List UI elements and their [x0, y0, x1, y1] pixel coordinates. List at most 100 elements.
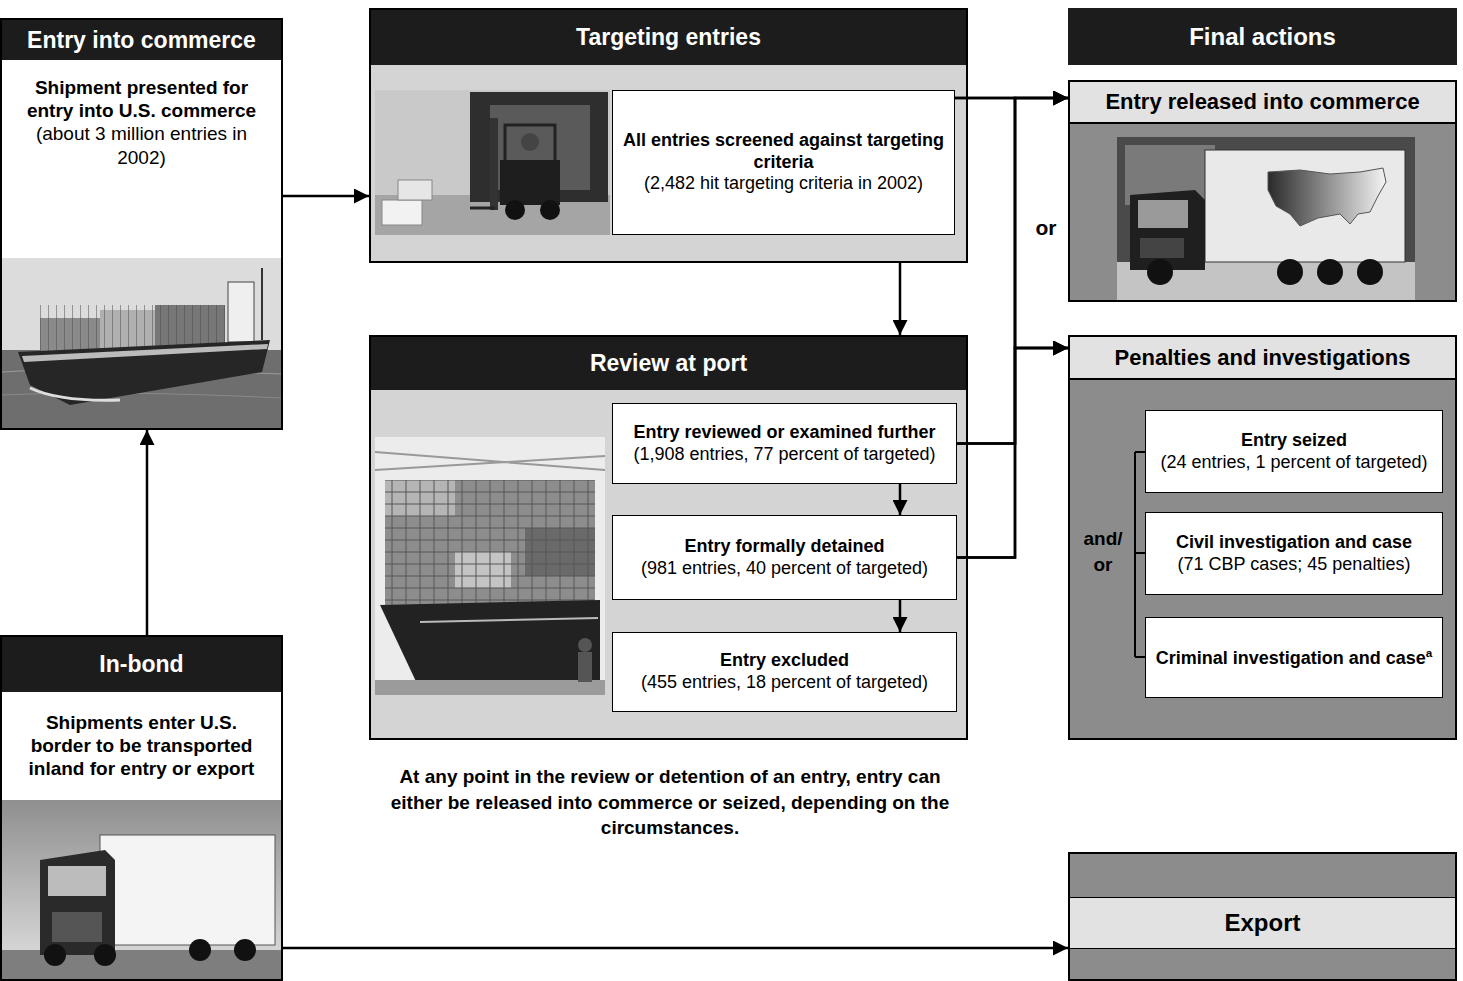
line-shape — [261, 268, 263, 340]
path-shape — [2, 369, 281, 374]
outcome-panel: Export — [1068, 852, 1457, 981]
header-text: Final actions — [1189, 23, 1336, 51]
rect-shape — [375, 195, 610, 235]
rect-shape — [398, 180, 432, 200]
inbond-truck-photo — [2, 800, 281, 979]
line-shape — [470, 207, 495, 210]
header-bar: Targeting entries — [371, 10, 966, 65]
path-shape — [30, 388, 120, 400]
rect-shape — [375, 680, 605, 695]
box-title: Entry seized — [1241, 430, 1347, 452]
process-box: Entry formally detained(981 entries, 40 … — [612, 515, 957, 600]
forklift-photo — [375, 90, 610, 235]
flow-arrow — [899, 263, 902, 335]
flow-arrow — [899, 600, 902, 632]
rect-shape — [2, 350, 281, 428]
rect-shape — [500, 160, 560, 205]
explanatory-note-text: At any point in the review or detention … — [391, 766, 950, 838]
box-detail: (981 entries, 40 percent of targeted) — [641, 558, 928, 580]
box-detail: (1,908 entries, 77 percent of targeted) — [633, 444, 935, 466]
box-detail: (24 entries, 1 percent of targeted) — [1160, 452, 1427, 474]
rect-shape — [100, 310, 155, 352]
header-text: Entry into commerce — [27, 27, 256, 54]
rect-shape — [100, 835, 275, 945]
path-shape — [375, 452, 605, 470]
stage-panel: Entry into commerceShipment presented fo… — [0, 18, 283, 430]
flow-arrow — [283, 195, 369, 198]
header-bar: Entry released into commerce — [1070, 82, 1455, 124]
box-title: Civil investigation and case — [1176, 532, 1412, 554]
explanatory-note: At any point in the review or detention … — [386, 764, 954, 841]
box-detail: (71 CBP cases; 45 penalties) — [1178, 554, 1411, 576]
flow-arrow — [899, 484, 902, 515]
rect-shape — [2, 800, 281, 979]
rect-shape — [2, 258, 281, 358]
body-text-area: Shipments enter U.S. border to be transp… — [2, 692, 281, 799]
stage-panel: Targeting entriesAll entries screened ag… — [369, 8, 968, 263]
stage-panel: In-bondShipments enter U.S. border to be… — [0, 635, 283, 981]
circle-shape — [540, 200, 560, 220]
header-text: Targeting entries — [576, 24, 761, 51]
flow-arrow — [283, 947, 1068, 950]
box-title: Criminal investigation and case — [1156, 648, 1426, 668]
rect-shape — [385, 480, 455, 516]
body-text: Shipments enter U.S. border to be transp… — [16, 711, 267, 781]
rect-shape — [1138, 200, 1188, 228]
rect-shape — [375, 437, 605, 695]
header-text: Penalties and investigations — [1115, 345, 1411, 371]
truck-dock-photo — [1117, 137, 1415, 300]
path-shape — [40, 850, 115, 955]
circle-shape — [1147, 259, 1173, 285]
process-box: All entries screened against targeting c… — [612, 90, 955, 235]
port-photo — [375, 437, 605, 695]
detail-text: (about 3 million entries in 2002) — [16, 122, 267, 168]
box-detail: (455 entries, 18 percent of targeted) — [641, 672, 928, 694]
box-title: Entry formally detained — [684, 536, 884, 558]
outcome-panel: Entry released into commerce — [1068, 80, 1457, 302]
header-text: Entry released into commerce — [1105, 89, 1419, 115]
text-line: Criminal investigation and casea — [1156, 646, 1433, 670]
rect-shape — [1125, 145, 1215, 205]
circle-shape — [44, 944, 66, 966]
body-text-area: Shipment presented for entry into U.S. c… — [2, 60, 281, 258]
polygon-shape — [380, 600, 600, 690]
polygon-shape — [18, 340, 270, 405]
footnote-mark: a — [1426, 646, 1433, 659]
bracket-label: and/ or — [1074, 526, 1132, 577]
rect-shape — [455, 552, 511, 588]
circle-shape — [1277, 259, 1303, 285]
rect-shape — [228, 282, 254, 342]
circle-shape — [1317, 259, 1343, 285]
stage-panel: Review at portEntry reviewed or examined… — [369, 335, 968, 740]
connector-note-text: or — [1036, 216, 1057, 239]
outcome-box: Entry seized(24 entries, 1 percent of ta… — [1145, 410, 1443, 493]
outcome-box: Criminal investigation and casea — [1145, 617, 1443, 698]
header-bar: Penalties and investigations — [1070, 337, 1455, 380]
rect-shape — [40, 318, 100, 354]
rect-shape — [1205, 150, 1405, 262]
label-strip: Export — [1070, 897, 1455, 949]
strip-text: Export — [1224, 909, 1300, 937]
rect-shape — [385, 480, 595, 605]
circle-shape — [94, 944, 116, 966]
rect-shape — [375, 90, 610, 235]
column-header: Final actions — [1068, 8, 1457, 65]
header-bar: Review at port — [371, 337, 966, 390]
outcome-panel: Penalties and investigationsEntry seized… — [1068, 335, 1457, 740]
rect-shape — [470, 92, 608, 202]
body-text: Shipment presented for entry into U.S. c… — [16, 76, 267, 122]
rect-shape — [1140, 238, 1184, 258]
line-shape — [420, 618, 598, 622]
flow-arrow — [146, 430, 149, 635]
flow-arrow — [957, 98, 1068, 444]
rect-shape — [52, 912, 102, 942]
polygon-shape — [22, 344, 268, 362]
rect-shape — [40, 305, 225, 354]
process-box: Entry excluded(455 entries, 18 percent o… — [612, 632, 957, 712]
circle-shape — [578, 638, 592, 652]
path-shape — [505, 125, 555, 160]
flow-arrow — [957, 98, 1068, 558]
circle-shape — [1357, 259, 1383, 285]
rect-shape — [48, 866, 106, 896]
rect-shape — [490, 118, 498, 210]
